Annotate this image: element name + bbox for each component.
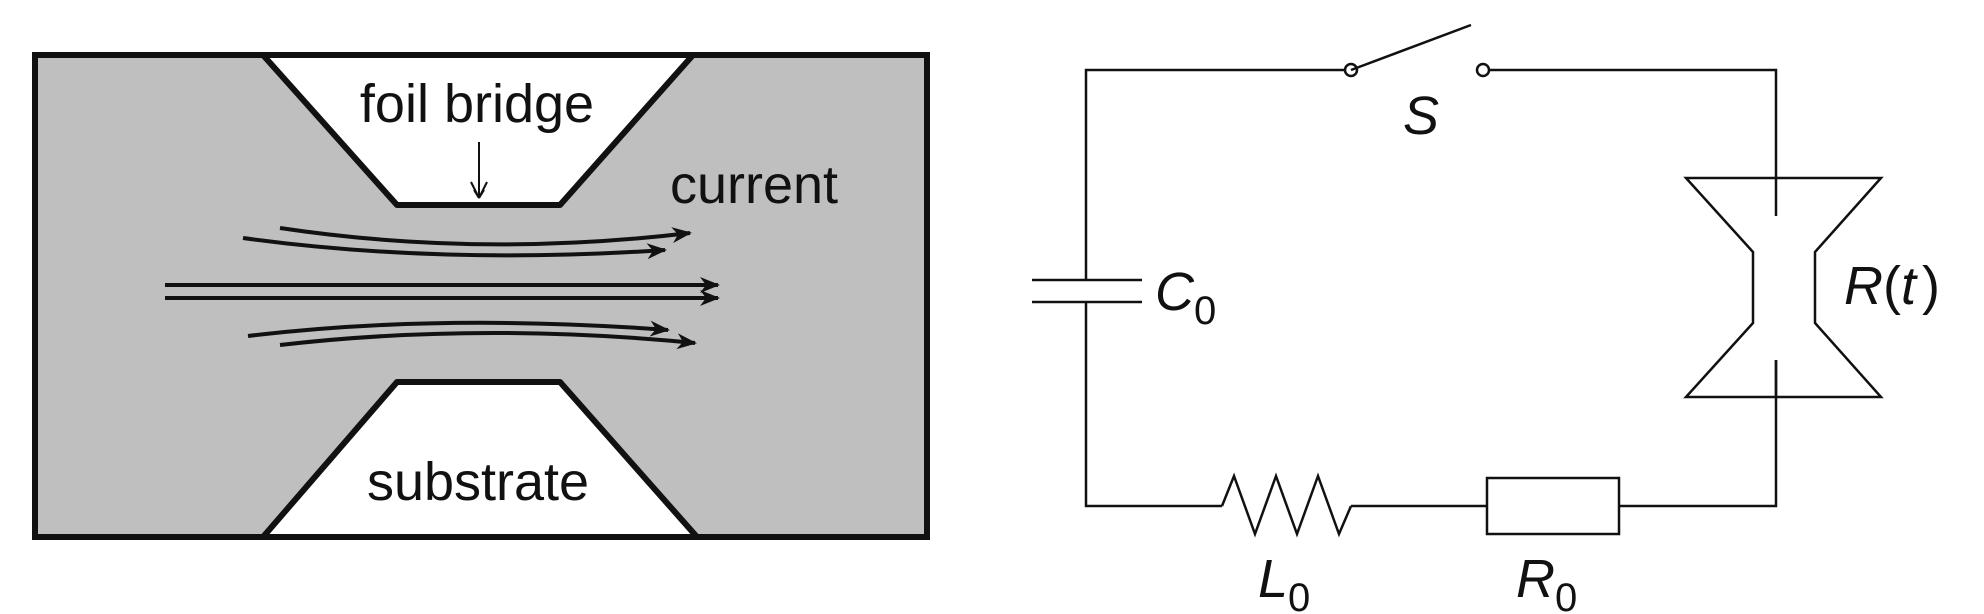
inductor-symbol: L <box>1258 549 1288 609</box>
inductor-label: L0 <box>1258 549 1310 614</box>
current-line-upper-inner <box>242 236 667 260</box>
load-paren-open: ( <box>1883 256 1901 316</box>
load-paren-close: ) <box>1922 256 1940 316</box>
circuit-diagram <box>1032 23 1884 538</box>
substrate-top <box>260 52 696 208</box>
resistor-label: R0 <box>1516 549 1577 614</box>
foil-bridge-label: foil bridge <box>360 74 594 134</box>
load-label: R(t) <box>1844 256 1940 316</box>
load-element-left <box>1683 176 1776 399</box>
current-label: current <box>670 155 838 215</box>
resistor-symbol: R <box>1516 549 1555 609</box>
wire-top-left <box>1084 68 1345 280</box>
wire-bottom-right <box>1619 360 1778 508</box>
switch-contact-right <box>1475 62 1491 78</box>
substrate-label: substrate <box>367 452 589 512</box>
load-variable: t <box>1901 256 1918 316</box>
switch-contact-left <box>1343 62 1359 78</box>
foil-bridge-diagram: foil bridge current substrate <box>32 52 930 540</box>
capacitor-subscript: 0 <box>1194 289 1216 333</box>
inductor-zigzag <box>1220 472 1353 538</box>
load-element-right <box>1776 176 1884 399</box>
capacitor-symbol: C <box>1155 262 1195 322</box>
current-line-upper-outer <box>279 226 692 247</box>
wire-left-bottom <box>1084 302 1222 508</box>
current-flow-lines <box>165 226 720 350</box>
current-line-lower-outer <box>279 330 697 350</box>
foil-bridge-pointer-arrow <box>470 142 488 199</box>
inductor-subscript: 0 <box>1288 576 1310 614</box>
wire-top-right <box>1489 68 1778 178</box>
resistor-subscript: 0 <box>1555 576 1577 614</box>
load-symbol: R <box>1844 256 1883 316</box>
resistor-box <box>1485 476 1621 536</box>
substrate-bottom <box>260 379 700 540</box>
switch-blade <box>1350 23 1472 72</box>
capacitor-label: C0 <box>1155 262 1216 333</box>
switch-label: S <box>1403 86 1439 146</box>
current-line-lower-inner <box>247 320 670 338</box>
